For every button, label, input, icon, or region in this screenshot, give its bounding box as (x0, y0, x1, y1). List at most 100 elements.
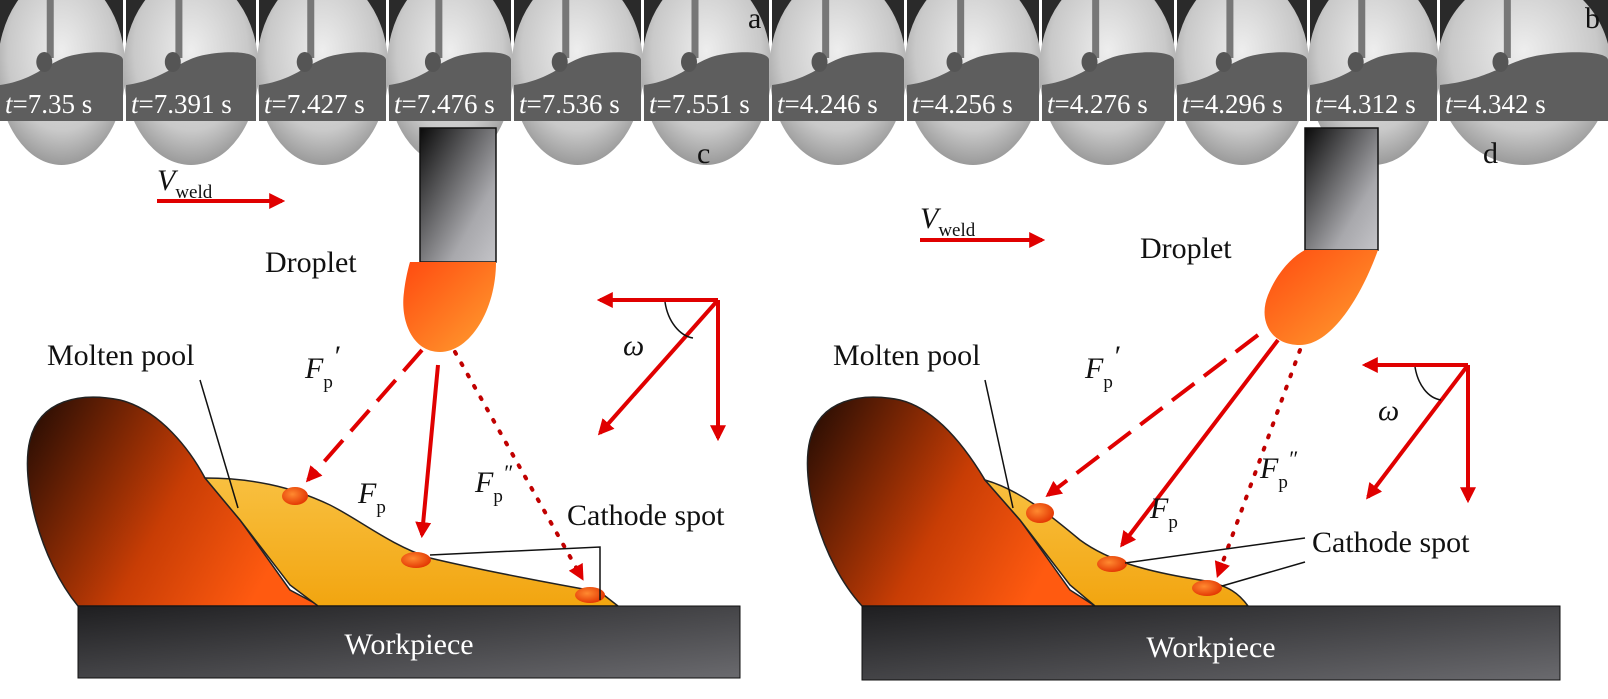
droplet (1081, 52, 1098, 72)
weld-pool-silhouette (0, 52, 123, 122)
force-angle-diagram: ω (1361, 357, 1476, 504)
cathode-spot-leader (429, 546, 601, 600)
droplet (403, 262, 496, 352)
timestamp-label: t=4.342 s (1445, 89, 1546, 119)
panel-label-b: b (1585, 2, 1600, 35)
timestamp-label: t=7.476 s (394, 89, 495, 119)
timestamp-label: t=4.312 s (1315, 89, 1416, 119)
weld-pool-silhouette (772, 52, 904, 122)
wire-electrode (435, 0, 443, 58)
wire-electrode (175, 0, 183, 58)
video-frame: t=4.246 s (769, 0, 907, 165)
video-frame: t=4.342 s (1436, 0, 1608, 165)
wire-electrode (46, 0, 54, 58)
fp-double-prime-label: Fp″ (474, 460, 513, 507)
cathode-spot (575, 587, 605, 603)
video-frame: t=4.296 s (1174, 0, 1310, 165)
wire-electrode (1226, 0, 1234, 58)
cathode-spot-label: Cathode spot (567, 499, 725, 532)
video-frame: t=7.551 s (641, 0, 772, 165)
cathode-spot-leader (1221, 561, 1306, 587)
weld-speed-label: Vweld (920, 202, 976, 241)
weld-pool-silhouette (126, 52, 256, 122)
droplet (551, 52, 568, 72)
video-frame: t=7.391 s (123, 0, 259, 165)
droplet (424, 52, 441, 72)
panel-label-a: a (748, 2, 761, 35)
wire-electrode (691, 0, 699, 58)
angle-arc (664, 301, 694, 339)
fp-label: Fp (357, 477, 386, 518)
solidified-weld-bead (26, 396, 321, 607)
video-frame: t=4.312 s (1307, 0, 1440, 165)
droplet (681, 52, 697, 72)
panel-label-c: c (697, 137, 710, 170)
workpiece (77, 605, 741, 679)
electrode (1304, 127, 1379, 251)
weld-pool-silhouette (514, 52, 641, 122)
force-fp-double-prime-arrow (1214, 348, 1302, 579)
resultant-force-arrow (597, 298, 720, 436)
video-frame: t=7.35 s (0, 0, 126, 165)
molten-pool (203, 477, 621, 607)
droplet-label: Droplet (265, 246, 357, 279)
cathode-spot (401, 552, 431, 568)
molten-pool-leader (199, 379, 239, 509)
fp-label: Fp (1149, 492, 1178, 533)
weld-pool-silhouette (1310, 52, 1437, 122)
force-fp-double-prime-arrow (453, 350, 584, 581)
weld-pool-silhouette (907, 52, 1039, 122)
wire-electrode (562, 0, 570, 58)
angle-arc (1414, 366, 1442, 401)
droplet (946, 52, 963, 72)
molten-pool-label: Molten pool (47, 339, 195, 372)
panel-label-d: d (1483, 137, 1498, 170)
weld-pool-silhouette (1042, 52, 1174, 122)
droplet (1492, 52, 1509, 72)
workpiece-label: Workpiece (1146, 631, 1275, 664)
force-angle-diagram: ω (596, 292, 726, 442)
molten-pool-label: Molten pool (833, 339, 981, 372)
video-frame: t=7.536 s (511, 0, 644, 165)
timestamp-label: t=4.276 s (1047, 89, 1148, 119)
force-fp-prime-arrow (305, 348, 424, 483)
panel-d-diagram: d Vweld Droplet Molten pool Fp′ Fp Fp″ C… (806, 127, 1561, 681)
cathode-spot (1097, 556, 1127, 572)
droplet-label: Droplet (1140, 232, 1232, 265)
droplet (811, 52, 828, 72)
fp-prime-label: Fp′ (304, 340, 340, 393)
weld-pool-silhouette (1440, 52, 1608, 122)
timestamp-label: t=7.536 s (519, 89, 620, 119)
video-frame: t=7.427 s (256, 0, 389, 165)
video-frame: t=7.476 s (386, 0, 514, 165)
workpiece (861, 605, 1561, 681)
wire-electrode (957, 0, 965, 58)
video-frame: t=4.276 s (1039, 0, 1177, 165)
timestamp-label: t=7.427 s (264, 89, 365, 119)
fp-double-prime-label: Fp″ (1259, 446, 1298, 493)
wire-electrode (1358, 0, 1366, 58)
weld-pool-silhouette (389, 52, 511, 122)
timestamp-label: t=4.256 s (912, 89, 1013, 119)
cathode-spot-leader (1124, 537, 1306, 564)
electrode (419, 127, 497, 263)
cathode-spot (1192, 580, 1222, 596)
droplet (1264, 250, 1378, 345)
weld-pool-silhouette (1177, 52, 1307, 122)
droplet (36, 52, 53, 72)
force-fp-prime-arrow (1045, 333, 1260, 497)
droplet (1215, 52, 1232, 72)
weld-pool-silhouette (259, 52, 386, 122)
droplet (296, 52, 313, 72)
cathode-spot-label: Cathode spot (1312, 526, 1470, 559)
wire-electrode (1503, 0, 1511, 58)
weld-speed-label: Vweld (157, 164, 213, 203)
resultant-force-arrow (1366, 363, 1470, 500)
weld-pool-silhouette (644, 52, 769, 122)
force-fp-arrow (1120, 338, 1280, 548)
droplet (1347, 52, 1364, 72)
timestamp-label: t=7.551 s (649, 89, 750, 119)
panel-c-diagram: c Vweld Droplet Molten pool Fp′ Fp Fp″ C… (26, 127, 741, 679)
